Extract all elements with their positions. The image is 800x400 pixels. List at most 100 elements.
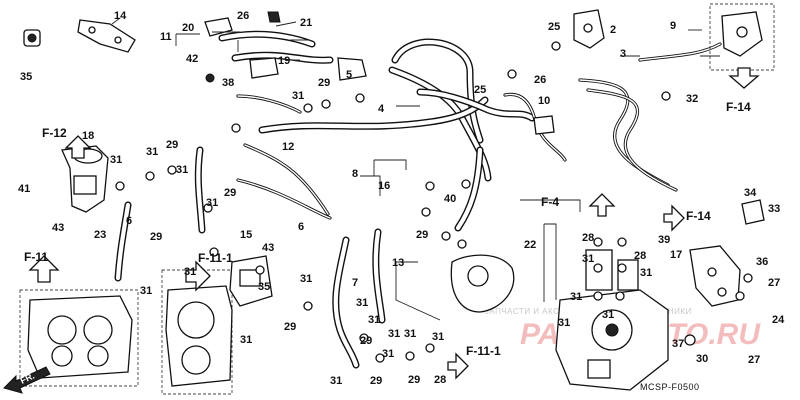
part-17-bracket (689, 245, 741, 307)
callout-number: 29 (166, 139, 178, 151)
ref-label-f14-top: F-14 (726, 100, 751, 114)
callout-number: 4 (378, 103, 385, 115)
callout-number: 26 (237, 10, 249, 22)
part-banjo-top-left (23, 19, 136, 53)
callout-number: 19 (278, 55, 290, 67)
ref-label-f11-1-left: F-11-1 (198, 251, 233, 265)
callout-number: 34 (744, 187, 757, 199)
callout-number: 27 (768, 277, 780, 289)
part-9-box (709, 3, 775, 71)
callout-number: 37 (672, 338, 684, 350)
callout-number: 8 (352, 168, 358, 180)
callout-number: 36 (756, 256, 768, 268)
callout-number: 21 (300, 17, 312, 29)
pipe-group (236, 42, 722, 220)
arrow-indicators (28, 67, 760, 380)
part-clamp-20 (204, 11, 281, 37)
callout-number: 39 (658, 234, 670, 246)
callout-number: 33 (768, 203, 780, 215)
callout-number: 5 (346, 69, 352, 81)
callout-number: 28 (582, 232, 594, 244)
callout-number: 17 (670, 249, 682, 261)
callout-number: 31 (110, 154, 122, 166)
callout-number: 29 (416, 229, 428, 241)
callout-number: 16 (378, 180, 390, 192)
callout-number: 29 (408, 374, 420, 386)
callout-number: 31 (570, 291, 582, 303)
hose-group-top (218, 30, 536, 182)
callout-number: 43 (262, 242, 274, 254)
callout-number: 28 (434, 374, 446, 386)
callout-number: 29 (284, 321, 296, 333)
callout-number: 29 (318, 77, 330, 89)
part-caliper-left (19, 289, 139, 387)
callout-number: 31 (404, 328, 416, 340)
callout-number: 32 (686, 93, 698, 105)
reference-labels: F-12 F-4 F-14 F-14 F-11 F-11-1 F-11-1 (24, 100, 751, 358)
callout-number: 20 (182, 22, 194, 34)
ref-label-f12: F-12 (42, 126, 67, 140)
callout-number: 31 (292, 90, 304, 102)
callout-number: 15 (240, 229, 252, 241)
ref-label-f11-1-bottom: F-11-1 (466, 344, 501, 358)
callout-number: 31 (388, 328, 400, 340)
callout-numbers: 14 35 11 20 26 21 42 19 38 29 31 5 3 4 2… (18, 10, 785, 387)
callout-number: 18 (82, 130, 94, 142)
callout-number: 30 (696, 353, 708, 365)
callout-number: 27 (748, 354, 760, 366)
callout-number: 25 (548, 21, 560, 33)
front-direction-arrow: FR. (3, 366, 51, 394)
callout-number: 14 (114, 10, 127, 22)
callout-number: 24 (772, 314, 785, 326)
hose-group-vertical (114, 146, 484, 369)
callout-number: 31 (176, 164, 188, 176)
callout-number: 31 (582, 253, 594, 265)
callout-number: 31 (368, 314, 380, 326)
callout-number: 29 (150, 231, 162, 243)
callout-number: 10 (538, 95, 550, 107)
callout-number: 31 (140, 285, 152, 297)
part-18-master (61, 145, 109, 213)
ref-label-f11: F-11 (24, 250, 48, 264)
part-33 (741, 199, 765, 225)
callout-number: 31 (432, 331, 444, 343)
callout-number: 31 (356, 297, 368, 309)
callout-number: 6 (126, 215, 132, 227)
callout-number: 31 (300, 273, 312, 285)
callout-number: 38 (222, 77, 234, 89)
callout-number: 41 (18, 183, 30, 195)
ref-label-f4: F-4 (541, 195, 559, 209)
callout-number: 43 (52, 222, 64, 234)
callout-number: 40 (444, 193, 456, 205)
callout-number: 26 (534, 74, 546, 86)
callout-number: 25 (474, 84, 486, 96)
callout-number: 29 (360, 335, 372, 347)
callout-number: 12 (282, 141, 294, 153)
callout-number: 28 (634, 250, 646, 262)
callout-number: 9 (670, 20, 676, 32)
callout-number: 31 (146, 146, 158, 158)
part-joint-19 (205, 57, 367, 83)
part-10 (533, 115, 555, 135)
callout-number: 3 (620, 48, 626, 60)
bolts-washers (115, 41, 753, 363)
callout-number: 31 (206, 197, 218, 209)
callout-number: 31 (240, 334, 252, 346)
callout-number: 35 (258, 281, 270, 293)
callout-number: 31 (330, 375, 342, 387)
callout-number: 2 (610, 24, 616, 36)
callout-number: 29 (224, 187, 236, 199)
callout-number: 35 (20, 71, 32, 83)
callout-number: 11 (160, 31, 172, 43)
callout-number: 7 (352, 277, 358, 289)
callout-number: 31 (602, 309, 614, 321)
callout-number: 13 (392, 257, 404, 269)
callout-number: 6 (298, 221, 304, 233)
callout-number: 31 (640, 267, 652, 279)
callout-number: 31 (382, 348, 394, 360)
leader-lines (111, 17, 720, 321)
part-13-fork-bracket (450, 254, 515, 313)
part-2-bracket (573, 9, 605, 49)
